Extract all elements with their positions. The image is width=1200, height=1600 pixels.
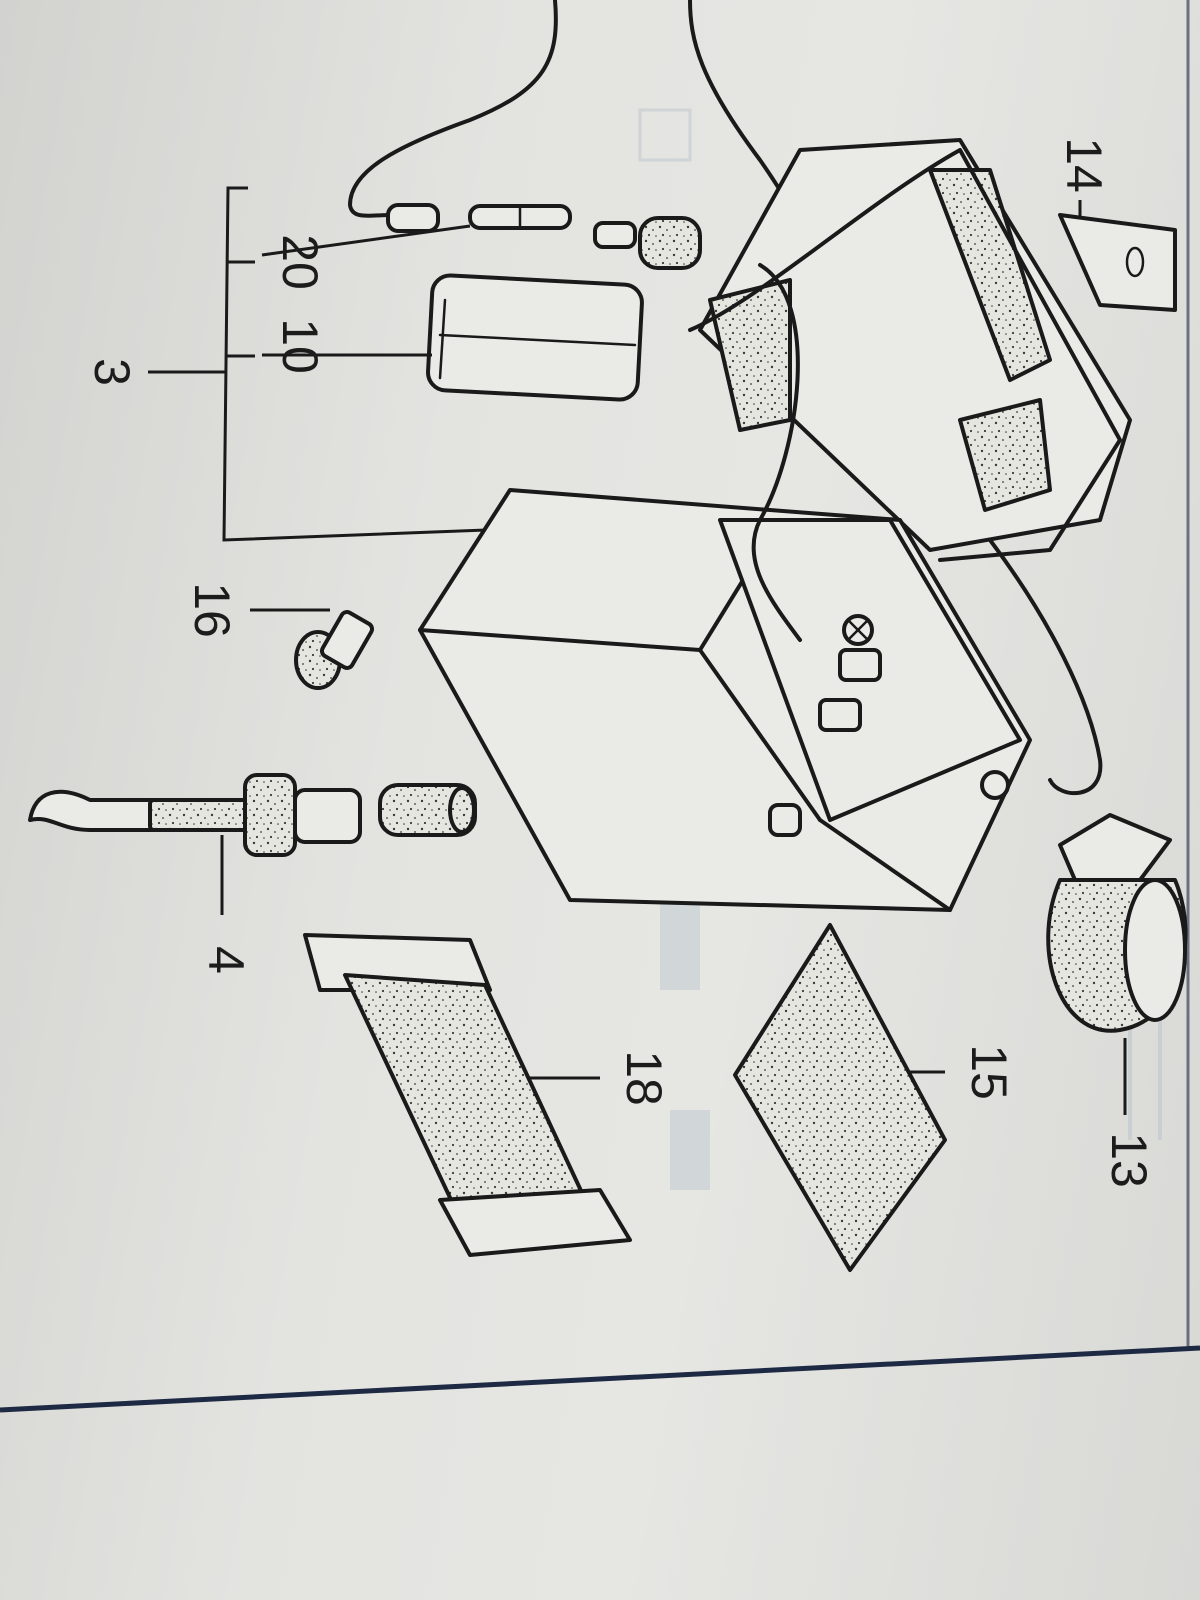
part-10-fuse-cover (262, 273, 644, 402)
callout-label-4: 4 (198, 946, 254, 974)
part-18-strap (303, 933, 632, 1257)
callout-label-13: 13 (1101, 1132, 1157, 1188)
callout-label-18: 18 (616, 1050, 672, 1106)
callout-label-14: 14 (1056, 137, 1112, 193)
callout-label-20: 20 (272, 234, 328, 290)
part-20-fuse-holder (261, 203, 702, 270)
callout-label-16: 16 (184, 582, 240, 638)
callout-label-3: 3 (84, 358, 140, 386)
battery-body (418, 263, 1032, 912)
part-16-terminal-bolt (250, 608, 375, 690)
part-15-pad (733, 923, 947, 1272)
callout-label-15: 15 (961, 1044, 1017, 1100)
callout-label-10: 10 (272, 318, 328, 374)
callout-labels: 3 20 10 16 4 18 15 13 14 (84, 137, 1157, 1188)
part-13-clamp (1046, 813, 1188, 1115)
page-frame-border (0, 0, 1200, 1413)
part-4-vent-pipe (28, 773, 477, 915)
battery-tray (688, 138, 1132, 562)
part-14-bracket (1058, 200, 1177, 312)
